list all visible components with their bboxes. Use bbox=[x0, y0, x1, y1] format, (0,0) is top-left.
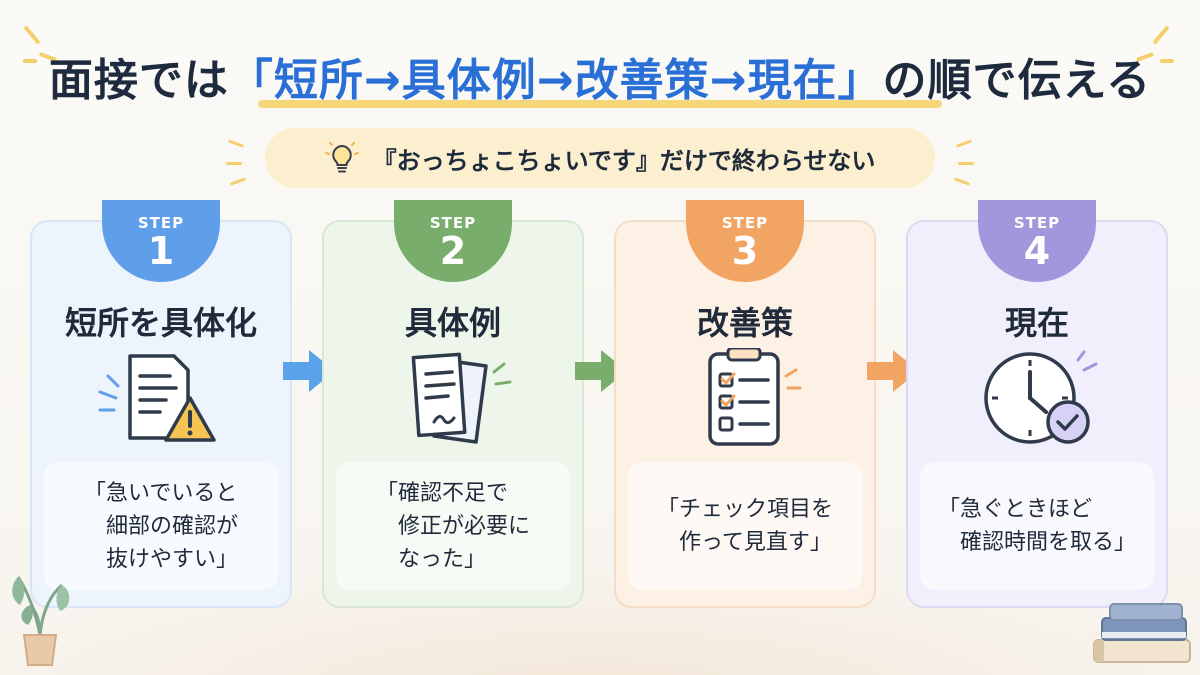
title-part-2: の順で伝える bbox=[882, 55, 1152, 106]
title-highlight: 「短所→具体例→改善策→現在」 bbox=[228, 55, 883, 106]
step-title: 改善策 bbox=[696, 304, 793, 342]
pill-ray bbox=[955, 139, 973, 148]
step-badge-4: STEP 4 bbox=[978, 200, 1096, 282]
step-quote: 「確認不足で 修正が必要に なった」 bbox=[375, 480, 530, 572]
step-label: STEP bbox=[137, 214, 185, 232]
step-number: 2 bbox=[439, 229, 467, 273]
pill-ray bbox=[958, 162, 974, 165]
quote-box: 「急ぐときほど 確認時間を取る」 bbox=[920, 462, 1154, 590]
step-quote: 「チェック項目を 作って見直す」 bbox=[656, 497, 833, 555]
books-icon bbox=[1093, 603, 1191, 663]
clock-check-icon bbox=[984, 350, 1098, 444]
lightbulb-icon bbox=[324, 142, 359, 173]
quote-box: 「急いでいると 細部の確認が 抜けやすい」 bbox=[44, 462, 278, 590]
plant-icon bbox=[12, 576, 70, 666]
step-quote: 「急ぐときほど 確認時間を取る」 bbox=[937, 497, 1136, 555]
page-title: 面接では「短所→具体例→改善策→現在」の順で伝える bbox=[0, 44, 1200, 108]
step-title: 現在 bbox=[1004, 304, 1069, 342]
subtitle-text: 『おっちょこちょいです』だけで終わらせない bbox=[372, 146, 876, 175]
step-label: STEP bbox=[1013, 214, 1061, 232]
step-badge-3: STEP 3 bbox=[686, 200, 804, 282]
checklist-clipboard-icon bbox=[708, 348, 802, 446]
step-card-1: STEP 1 短所を具体化 「急いでいると 細部の確認が 抜けやすい」 bbox=[30, 200, 292, 608]
step-badge-2: STEP 2 bbox=[394, 200, 512, 282]
pill-ray bbox=[229, 177, 247, 186]
step-title: 短所を具体化 bbox=[64, 304, 257, 342]
step-quote: 「急いでいると 細部の確認が 抜けやすい」 bbox=[83, 480, 238, 572]
quote-box: 「チェック項目を 作って見直す」 bbox=[628, 462, 862, 590]
step-card-2: STEP 2 具体例 「確認不足で 修正が必要に なった」 bbox=[322, 200, 584, 608]
documents-icon bbox=[411, 352, 512, 444]
pill-ray bbox=[953, 177, 971, 186]
step-title: 具体例 bbox=[404, 304, 501, 342]
document-warning-icon bbox=[98, 354, 216, 442]
step-badge-1: STEP 1 bbox=[102, 200, 220, 282]
step-label: STEP bbox=[721, 214, 769, 232]
quote-box: 「確認不足で 修正が必要に なった」 bbox=[336, 462, 570, 590]
pill-ray bbox=[226, 162, 242, 165]
step-label: STEP bbox=[429, 214, 477, 232]
step-number: 1 bbox=[147, 229, 175, 273]
subtitle-pill: 『おっちょこちょいです』だけで終わらせない bbox=[265, 128, 935, 188]
step-card-4: STEP 4 現在 「急ぐときほど 確認時間を取る」 bbox=[906, 200, 1168, 608]
step-number: 3 bbox=[731, 229, 759, 273]
title-part-1: 面接では bbox=[48, 55, 229, 106]
step-number: 4 bbox=[1023, 229, 1051, 273]
step-card-3: STEP 3 改善策 「チェック項目を 作って見直す」 bbox=[614, 200, 876, 608]
pill-ray bbox=[227, 139, 245, 148]
title-underline bbox=[258, 100, 942, 108]
